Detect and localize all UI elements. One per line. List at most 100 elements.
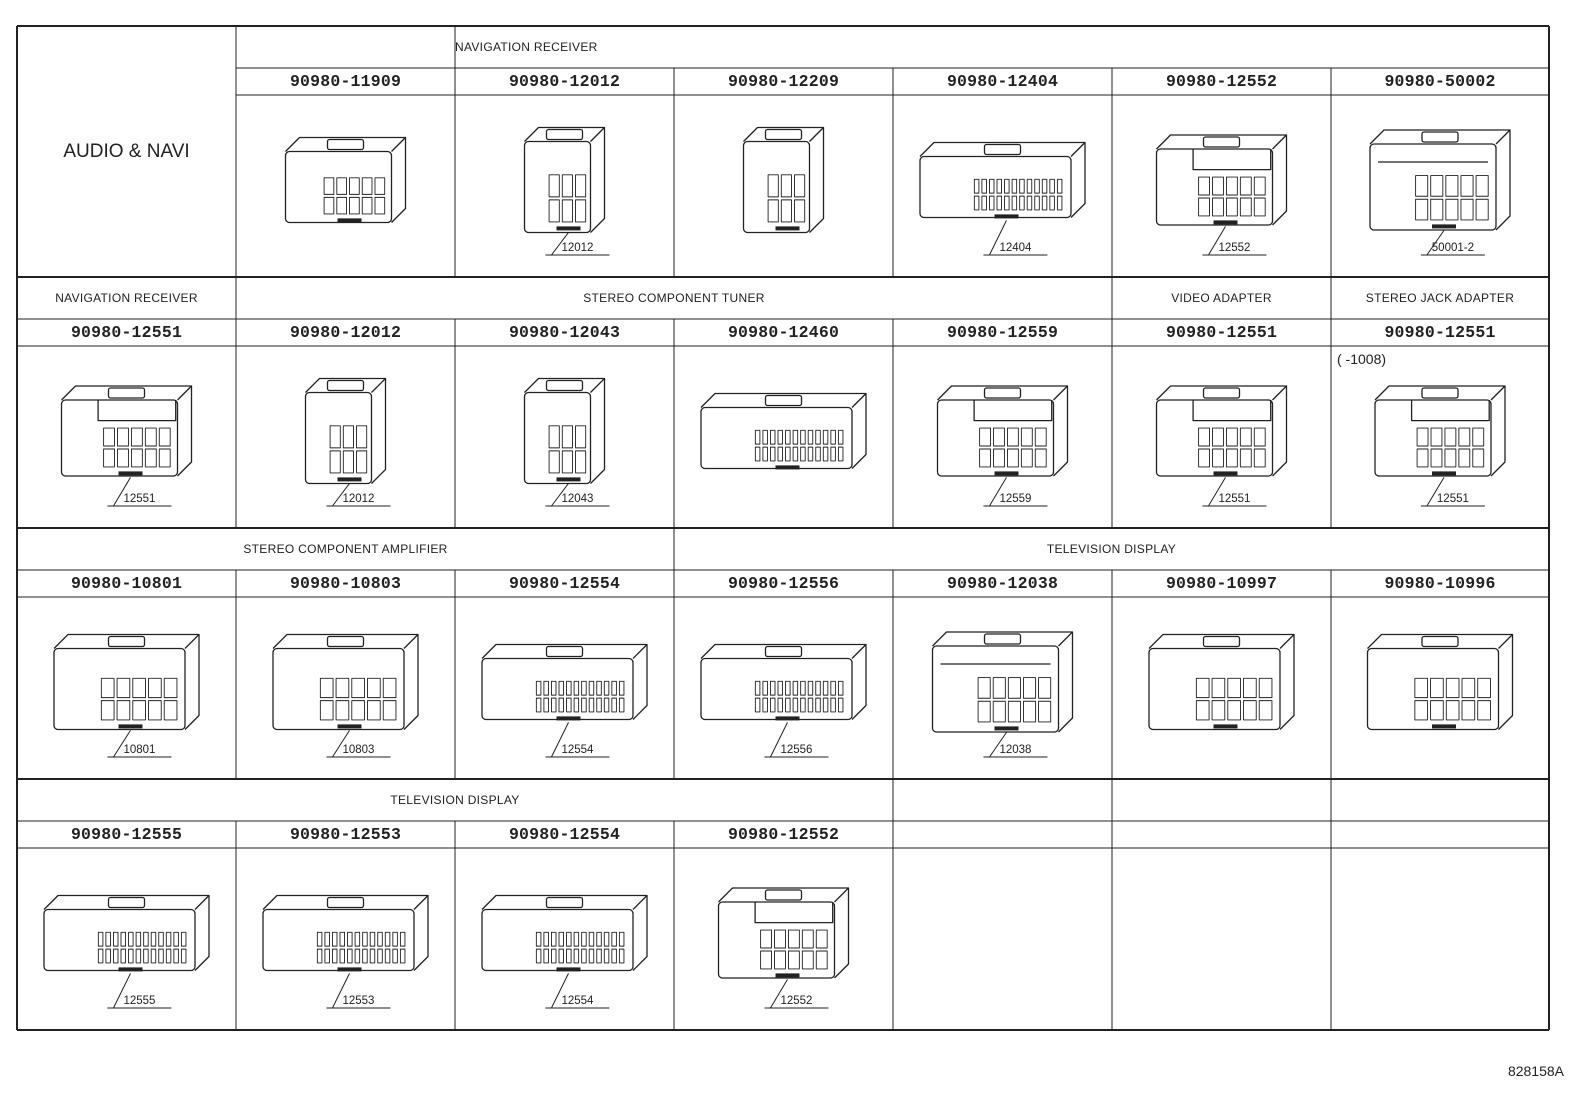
terminal-cavity <box>1023 677 1037 699</box>
terminal-cavity <box>367 677 381 699</box>
terminal-cavity <box>392 931 398 947</box>
connector-drawing: 12555 <box>43 894 210 1009</box>
terminal-cavity <box>1004 195 1010 211</box>
connector-edge <box>1272 385 1287 401</box>
terminal-cavity <box>1034 195 1040 211</box>
part-number: 90980-12460 <box>727 323 840 342</box>
terminal-cavity <box>1225 197 1238 217</box>
terminal-cavity <box>611 680 617 696</box>
callout-leader <box>113 730 131 758</box>
id-plate <box>337 477 362 482</box>
part-number: 90980-12559 <box>946 323 1059 342</box>
terminal-cavity <box>148 700 162 721</box>
terminal-cavity <box>785 446 791 462</box>
terminal-cavity <box>100 700 115 721</box>
terminal-cavity <box>1227 677 1241 699</box>
callout-leader <box>332 483 350 507</box>
connector-frame <box>754 902 834 924</box>
terminal-cavity <box>158 931 164 947</box>
terminal-cavity <box>573 948 580 964</box>
terminal-cavity <box>996 178 1003 194</box>
terminal-cavity <box>1415 198 1429 221</box>
terminal-cavity <box>132 677 146 699</box>
terminal-cavity <box>807 429 814 445</box>
connector-frame <box>1410 400 1490 422</box>
terminal-cavity <box>1258 700 1273 721</box>
terminal-cavity <box>1038 677 1052 699</box>
terminal-cavity <box>150 931 157 947</box>
terminal-cavity <box>1212 176 1224 196</box>
terminal-cavity <box>1004 178 1010 194</box>
terminal-cavity <box>548 174 560 198</box>
callout-label: 12555 <box>123 995 155 1007</box>
terminal-cavity <box>1007 677 1021 699</box>
terminal-cavity <box>754 429 761 445</box>
connector-latch <box>1421 131 1459 143</box>
terminal-cavity <box>770 697 776 713</box>
callout-label: 12552 <box>780 995 812 1007</box>
terminal-cavity <box>770 429 776 445</box>
terminal-cavity <box>1458 427 1471 447</box>
terminal-cavity <box>603 931 610 947</box>
part-number: 90980-12404 <box>946 72 1059 91</box>
connector-edge <box>590 127 605 142</box>
connector-edge <box>194 895 210 910</box>
terminal-cavity <box>1461 700 1476 721</box>
connector-body <box>1155 148 1274 226</box>
terminal-cavity <box>1430 700 1444 721</box>
terminal-cavity <box>180 948 187 964</box>
terminal-cavity <box>588 948 595 964</box>
terminal-cavity <box>618 948 625 964</box>
terminal-cavity <box>316 948 323 964</box>
page-title: AUDIO & NAVI <box>63 140 190 162</box>
terminal-cavity <box>1477 677 1491 699</box>
terminal-cavity <box>618 931 625 947</box>
id-plate <box>994 471 1019 476</box>
terminal-cavity <box>596 697 602 713</box>
callout-leader <box>989 477 1007 507</box>
terminal-cavity <box>339 931 346 947</box>
terminal-cavity <box>996 195 1003 211</box>
callout-label: 12038 <box>999 744 1031 756</box>
connector-latch <box>983 387 1022 399</box>
callout-label: 12043 <box>561 493 593 505</box>
terminal-cavity <box>573 680 580 696</box>
terminal-cavity <box>1414 700 1429 721</box>
connector-edge <box>1053 385 1068 401</box>
terminal-cavity <box>977 700 991 723</box>
connector-body <box>60 399 179 477</box>
part-number: 90980-12551 <box>70 323 183 342</box>
connector-top <box>481 643 648 720</box>
id-plate <box>1213 220 1238 225</box>
terminal-cavity <box>180 931 187 947</box>
terminal-cavity <box>777 680 784 696</box>
terminal-cavity <box>128 931 134 947</box>
terminal-cavity <box>1430 427 1443 447</box>
terminal-cavity <box>150 948 157 964</box>
terminal-cavity <box>581 697 587 713</box>
group-header: STEREO COMPONENT TUNER <box>583 291 765 305</box>
terminal-cavity <box>558 948 565 964</box>
terminal-cavity <box>362 948 368 964</box>
terminal-cavity <box>323 196 335 215</box>
terminal-cavity <box>543 697 549 713</box>
connector-drawing: 12554 <box>481 643 648 758</box>
terminal-cavity <box>588 931 595 947</box>
terminal-cavity <box>117 427 129 447</box>
terminal-cavity <box>1253 176 1266 196</box>
terminal-cavity <box>158 427 171 447</box>
callout-leader <box>332 730 350 758</box>
terminal-cavity <box>822 446 829 462</box>
connector-top <box>700 643 867 720</box>
terminal-cavity <box>1475 175 1489 197</box>
terminal-cavity <box>354 931 361 947</box>
terminal-cavity <box>1460 175 1474 197</box>
terminal-cavity <box>1198 427 1210 447</box>
terminal-cavity <box>1239 197 1252 217</box>
terminal-cavity <box>1243 700 1257 721</box>
terminal-cavity <box>384 948 391 964</box>
terminal-cavity <box>1430 175 1444 197</box>
connector-latch <box>764 394 803 407</box>
terminal-cavity <box>837 697 844 713</box>
group-header: NAVIGATION RECEIVER <box>55 291 198 305</box>
